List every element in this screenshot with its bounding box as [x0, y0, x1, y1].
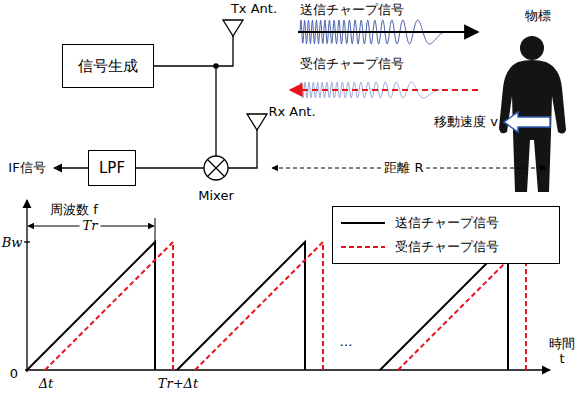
legend-box: 送信チャープ信号受信チャープ信号: [332, 206, 560, 264]
target-label: 物標: [525, 9, 551, 24]
target-person: [499, 36, 566, 192]
legend-line: [341, 246, 385, 248]
velocity-label: 移動速度 v: [434, 115, 498, 130]
tx-ramp: [177, 242, 305, 370]
legend-text: 受信チャープ信号: [395, 238, 499, 256]
signal-generator-box: 信号生成: [62, 44, 154, 88]
bandwidth-label: Bw: [2, 236, 23, 251]
tx-ramp: [27, 242, 155, 370]
tx-wire: [154, 36, 233, 66]
legend-text: 送信チャープ信号: [395, 214, 499, 232]
legend-entry: 受信チャープ信号: [339, 235, 553, 259]
box-label: 信号生成: [72, 57, 144, 76]
velocity-arrow: [504, 112, 550, 132]
legend-entry: 送信チャープ信号: [339, 211, 553, 235]
period-tick: [155, 218, 156, 242]
lo-wire: [215, 66, 216, 156]
signal-label: 送信チャープ信号: [300, 3, 404, 18]
ellipsis: …: [340, 335, 353, 350]
box-label: LPF: [93, 159, 131, 177]
rx-ramp: [45, 242, 173, 370]
distance-label: 距離 R: [381, 161, 426, 176]
junction-dot: [213, 63, 219, 69]
antenna-label: Tx Ant.: [231, 2, 277, 17]
output-label: IF信号: [5, 161, 48, 176]
antenna-label: Rx Ant.: [268, 105, 315, 120]
signal-label: 受信チャープ信号: [300, 57, 404, 72]
rx-antenna: [247, 114, 267, 130]
rx-ramp: [195, 242, 323, 370]
mixer-symbol: [204, 156, 228, 180]
tx-direction-arrow: [298, 31, 478, 33]
legend-sample: [339, 217, 387, 229]
period-label: Tr: [80, 219, 101, 234]
mixer-label: Mixer: [198, 189, 233, 204]
tx-antenna: [223, 20, 243, 36]
rx-direction-arrow: [290, 89, 478, 91]
lowpass-filter-box: LPF: [88, 150, 136, 186]
axis-label: 時間 t: [547, 337, 577, 367]
if-out-arrow: [54, 167, 88, 168]
chart-axes: [24, 200, 550, 372]
if-wire: [136, 167, 204, 168]
legend-line: [341, 222, 385, 224]
origin-label: 0: [10, 367, 18, 382]
delay-label: Δt: [39, 377, 54, 392]
legend-sample: [339, 241, 387, 253]
wires: [54, 36, 257, 168]
rx-wire: [228, 130, 257, 168]
axis-label: 周波数 f: [50, 203, 98, 218]
rx-chirp-wave: [300, 82, 440, 98]
delay-label: Tr+Δt: [158, 377, 198, 392]
